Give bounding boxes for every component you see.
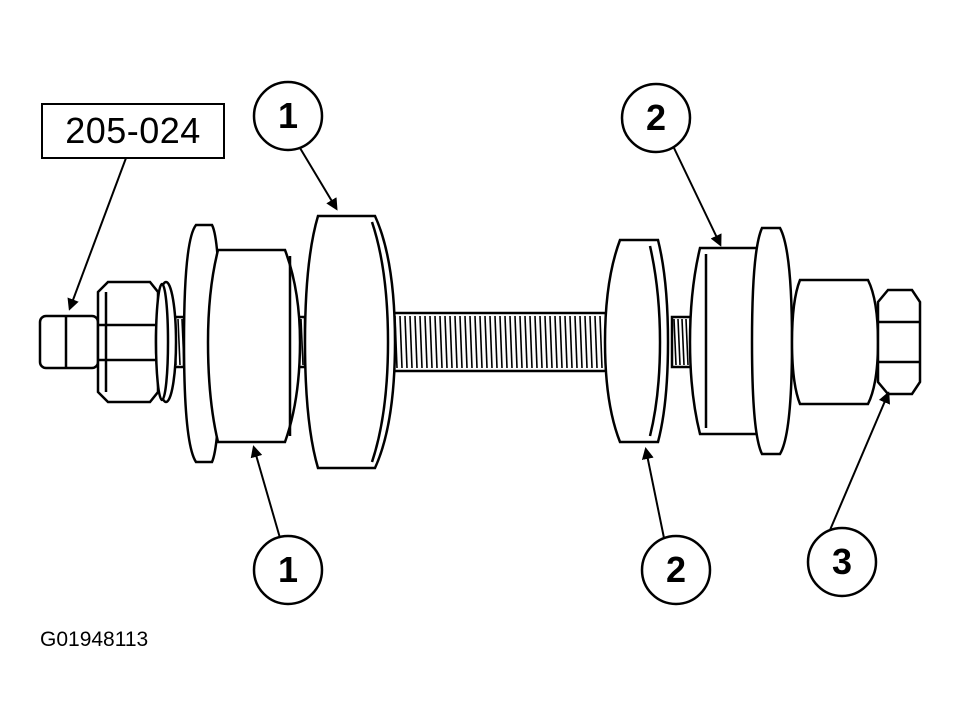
thread-line xyxy=(564,315,568,369)
figure-id: G01948113 xyxy=(40,628,149,651)
callout-circles xyxy=(252,80,878,606)
leader-top-left xyxy=(299,147,338,211)
thread-line xyxy=(489,315,493,369)
left-washer xyxy=(154,280,178,404)
thread-line xyxy=(424,315,428,369)
thread-line xyxy=(414,315,418,369)
leader-top-right xyxy=(673,147,722,247)
callout-circle-top-right xyxy=(620,82,692,154)
thread-line xyxy=(594,315,598,369)
thread-line xyxy=(574,315,578,369)
thread-line xyxy=(519,315,523,369)
left-spacer-disc xyxy=(303,214,397,470)
thread-line xyxy=(484,315,488,369)
thread-line xyxy=(544,315,548,369)
thread-line xyxy=(459,315,463,369)
thread-line xyxy=(434,315,438,369)
thread-line xyxy=(584,315,588,369)
thread-line xyxy=(509,315,513,369)
thread-line xyxy=(685,318,689,366)
thread-line xyxy=(673,318,677,366)
leader-lines xyxy=(67,147,890,539)
callout-circle-bottom-left xyxy=(252,534,324,606)
callout-number-bottom-middle: 2 xyxy=(665,549,687,590)
tool-number-label: 205-024 xyxy=(65,110,201,151)
thread-line xyxy=(479,315,483,369)
callout-number-bottom-right: 3 xyxy=(831,541,853,582)
right-spacer-disc xyxy=(603,238,670,444)
thread-line xyxy=(419,315,423,369)
right-receiver-cup xyxy=(688,226,794,456)
thread-line xyxy=(464,315,468,369)
callout-number-top-right: 2 xyxy=(645,97,667,138)
thread-line xyxy=(300,318,304,366)
leader-bottom-middle xyxy=(641,447,665,539)
callout-circle-top-left xyxy=(252,80,324,152)
thread-line xyxy=(469,315,473,369)
callout-circle-bottom-middle xyxy=(640,534,712,606)
callout-number-top-left: 1 xyxy=(277,95,299,136)
thread-line xyxy=(439,315,443,369)
thread-line xyxy=(524,315,528,369)
thread-line xyxy=(409,315,413,369)
thread-line xyxy=(504,315,508,369)
thread-line xyxy=(549,315,553,369)
thread-line xyxy=(677,318,681,366)
thread-line xyxy=(429,315,433,369)
thread-line xyxy=(494,315,498,369)
left-receiver-cup xyxy=(182,223,302,464)
thread-line xyxy=(444,315,448,369)
thread-line xyxy=(529,315,533,369)
thread-line xyxy=(559,315,563,369)
left-nut xyxy=(96,280,160,404)
leader-bottom-left xyxy=(250,445,281,539)
right-nut xyxy=(876,288,922,396)
thread-line xyxy=(589,315,593,369)
callout-number-bottom-left: 1 xyxy=(277,549,299,590)
thread-line xyxy=(454,315,458,369)
thread-line xyxy=(681,318,685,366)
thread-line xyxy=(514,315,518,369)
thread-line xyxy=(579,315,583,369)
tool-number-box xyxy=(41,103,225,159)
thread-line xyxy=(599,315,603,369)
thread-line xyxy=(399,315,403,369)
thread-line xyxy=(449,315,453,369)
thread-line xyxy=(569,315,573,369)
thread-line xyxy=(404,315,408,369)
callout-circle-bottom-right xyxy=(806,526,878,598)
thread-line xyxy=(554,315,558,369)
bolt-end-stub xyxy=(38,314,100,370)
thread-line xyxy=(539,315,543,369)
leader-bottom-right xyxy=(829,391,890,531)
thread-line xyxy=(474,315,478,369)
forcing-screw-body xyxy=(790,278,880,406)
thread-line xyxy=(499,315,503,369)
leader-tool-number xyxy=(67,157,127,311)
thread-line xyxy=(177,318,181,366)
thread-line xyxy=(534,315,538,369)
